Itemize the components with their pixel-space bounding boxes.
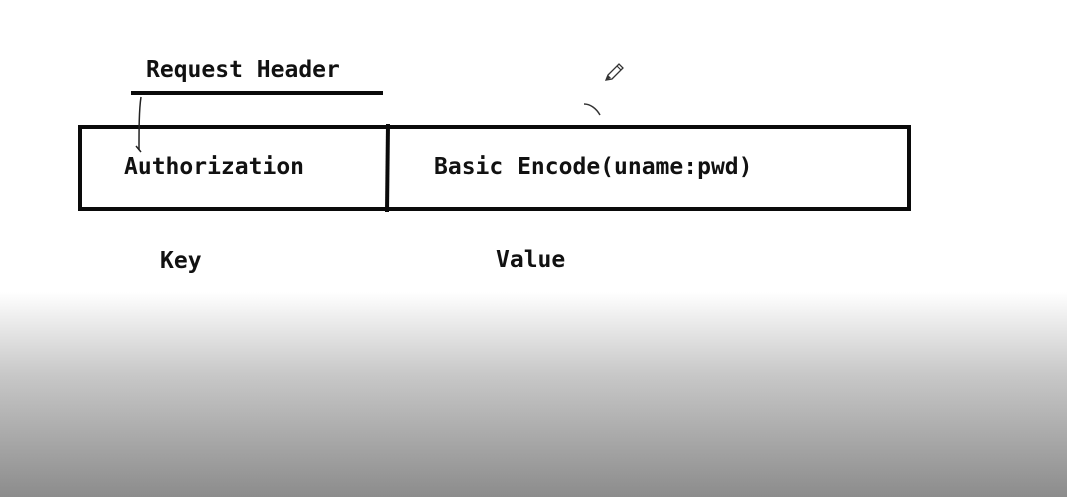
value-caption: Value <box>496 247 566 273</box>
title-connector-tick <box>135 145 142 153</box>
title-underline <box>131 91 383 95</box>
cell-divider <box>385 123 390 213</box>
bottom-shade <box>0 292 1067 497</box>
key-caption: Key <box>160 248 202 274</box>
key-cell-text: Authorization <box>124 154 305 180</box>
diagram-title: Request Header <box>146 57 340 83</box>
title-connector-stroke <box>138 96 142 151</box>
pencil-icon <box>604 63 624 81</box>
stray-pen-stroke <box>583 103 601 116</box>
value-cell-text: Basic Encode(uname:pwd) <box>434 154 753 180</box>
